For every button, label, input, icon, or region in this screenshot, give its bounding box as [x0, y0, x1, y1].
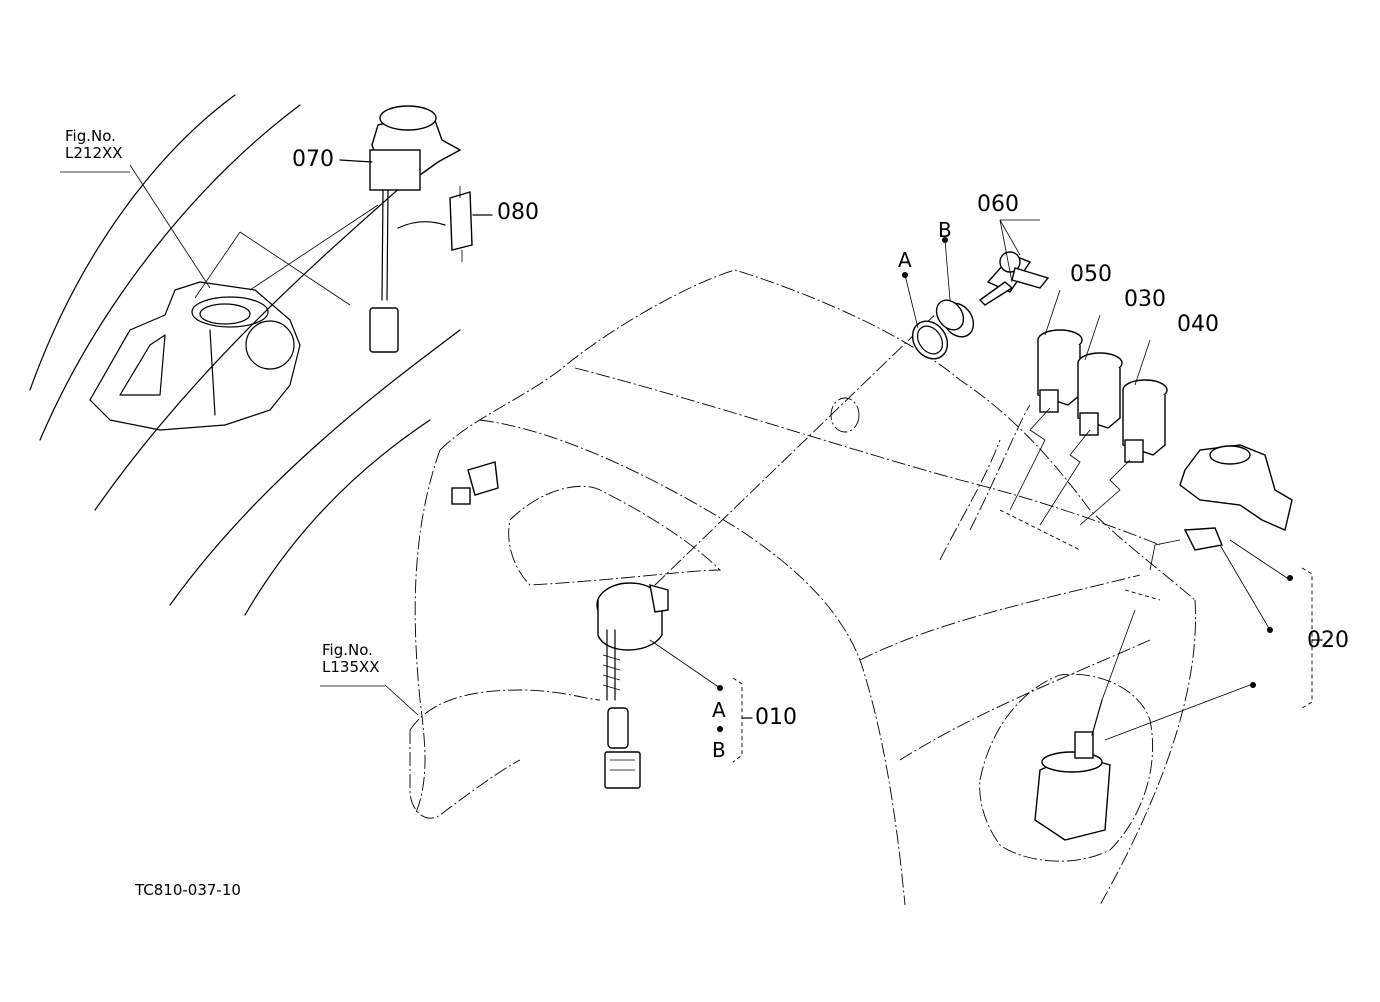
- callout-070: 070: [292, 147, 334, 172]
- part-020-knob: [1179, 444, 1293, 551]
- part-010-key-switch: [596, 582, 669, 789]
- fender-outline-lines: [29, 94, 461, 616]
- part-040-switch: [1122, 379, 1168, 463]
- reference-fig-l135: Fig.No. L135XX: [322, 641, 380, 677]
- part-070-switch: [339, 105, 462, 353]
- callout-080: 080: [497, 200, 539, 225]
- letter-a-ring: A: [898, 248, 912, 272]
- drawing-code: TC810-037-10: [135, 881, 241, 899]
- callout-dots: [717, 237, 1293, 732]
- brackets: [732, 567, 1323, 763]
- part-050-switch: [1037, 329, 1083, 413]
- reference-fig-l135-line1: Fig.No.: [322, 641, 373, 659]
- reference-fig-l212-line2: L212XX: [65, 144, 123, 163]
- part-a-ring: [911, 320, 949, 360]
- dashboard-small-switch: [451, 461, 499, 505]
- callout-020: 020: [1307, 628, 1349, 653]
- callout-050: 050: [1070, 262, 1112, 287]
- letter-b-010: B: [712, 738, 726, 762]
- callout-040: 040: [1177, 312, 1219, 337]
- letter-b-nut: B: [938, 218, 952, 242]
- assembly-axis: [654, 304, 946, 586]
- reference-fig-l135-line2: L135XX: [322, 658, 380, 677]
- reference-fig-l212: Fig.No. L212XX: [65, 127, 123, 163]
- callout-060: 060: [977, 192, 1019, 217]
- part-030-switch: [1077, 352, 1123, 436]
- letter-a-010: A: [712, 698, 726, 722]
- reference-fig-l212-line1: Fig.No.: [65, 127, 116, 145]
- part-080-label: [397, 186, 493, 262]
- callout-030: 030: [1124, 287, 1166, 312]
- part-b-nut: [935, 299, 975, 338]
- right-leaders: [320, 219, 1291, 741]
- left-console: [89, 281, 301, 431]
- callout-010: 010: [755, 705, 797, 730]
- part-020-rotary: [1034, 609, 1136, 841]
- part-060-keys: [978, 251, 1050, 306]
- left-leaders: [60, 164, 379, 306]
